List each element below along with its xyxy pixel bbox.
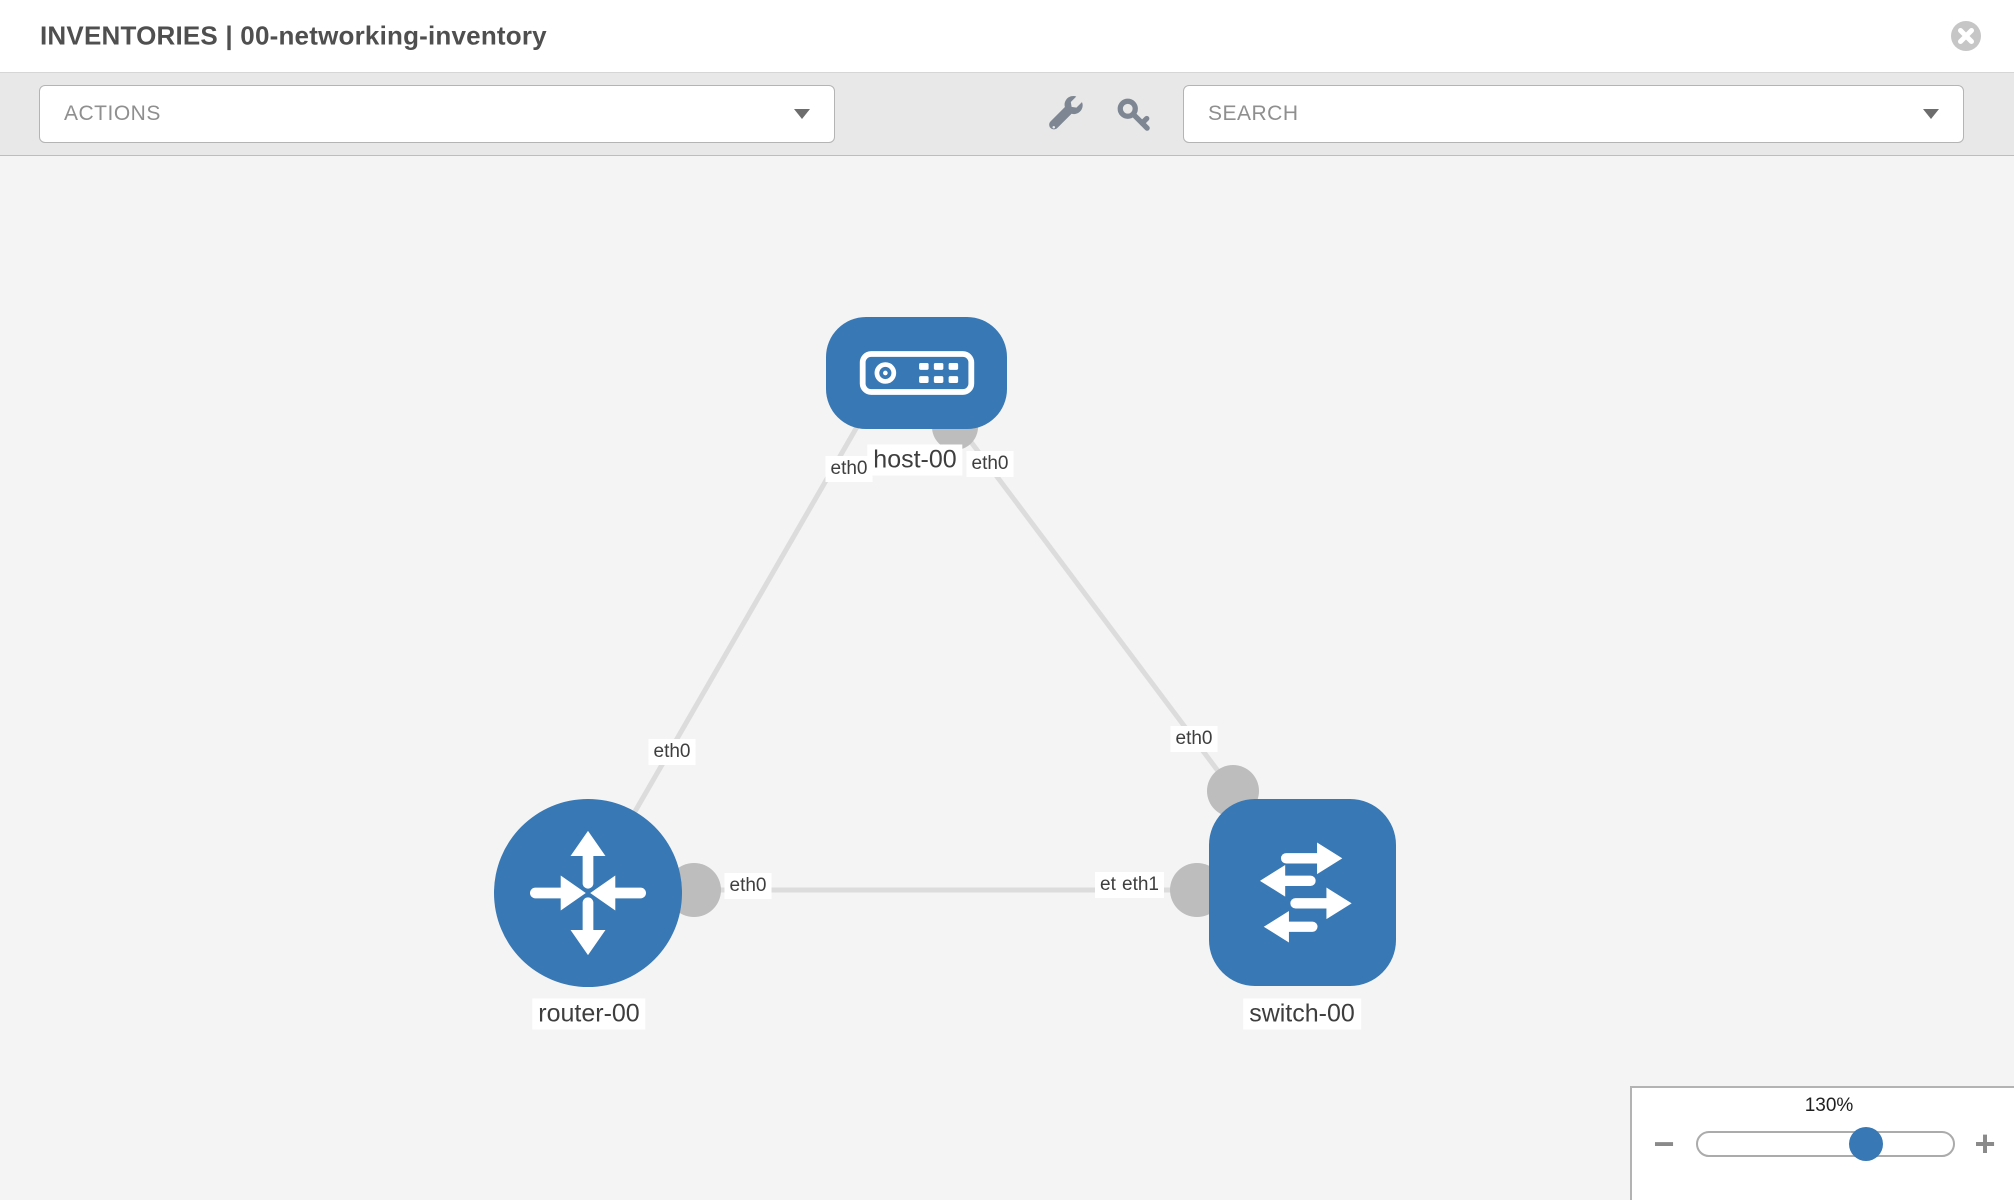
interface-label-router-eth0-top: eth0 <box>648 739 696 765</box>
page-title: INVENTORIES | 00-networking-inventory <box>40 20 547 51</box>
zoom-slider-track[interactable] <box>1696 1131 1955 1157</box>
router-icon <box>529 830 647 956</box>
search-dropdown-label: SEARCH <box>1208 102 1299 125</box>
node-switch-00[interactable] <box>1209 799 1396 986</box>
switch-icon <box>1259 842 1352 943</box>
interface-label-switch-eth0-top: eth0 <box>1170 726 1218 752</box>
topology-links-layer <box>585 404 1302 917</box>
chevron-down-icon <box>1923 109 1939 119</box>
close-circle-icon <box>1951 21 1981 51</box>
node-label-switch-00: switch-00 <box>1243 998 1361 1030</box>
zoom-out-button[interactable]: − <box>1653 1123 1675 1164</box>
node-router-00[interactable] <box>494 799 682 987</box>
wrench-icon <box>1049 95 1083 130</box>
page-header: INVENTORIES | 00-networking-inventory <box>0 0 2014 73</box>
actions-dropdown-label: ACTIONS <box>64 102 161 125</box>
zoom-percent-value: 130% <box>1804 1095 1854 1116</box>
key-button[interactable] <box>1114 95 1154 135</box>
interface-label-router-eth0-right: eth0 <box>724 873 772 899</box>
interface-label-host-eth0-right: eth0 <box>966 451 1014 477</box>
zoom-in-button[interactable]: + <box>1974 1123 1996 1164</box>
topology-canvas[interactable]: host-00 router-00 switch-00 eth0 eth0 et… <box>0 156 2014 1200</box>
search-dropdown[interactable]: SEARCH <box>1183 85 1964 143</box>
node-label-host-00: host-00 <box>867 444 963 476</box>
interface-label-switch-eth1-left: eth1 <box>1117 872 1164 898</box>
node-label-router-00: router-00 <box>532 998 646 1030</box>
wrench-button[interactable] <box>1046 95 1086 135</box>
node-host-00[interactable] <box>826 317 1007 429</box>
actions-dropdown[interactable]: ACTIONS <box>39 85 835 143</box>
host-icon <box>859 351 974 395</box>
interface-label-host-eth0-left: eth0 <box>825 456 873 482</box>
toolbar: ACTIONS SEARCH <box>0 73 2014 156</box>
chevron-down-icon <box>794 109 810 119</box>
close-button[interactable] <box>1950 20 1982 52</box>
key-icon <box>1117 98 1150 131</box>
zoom-slider-thumb[interactable] <box>1849 1127 1883 1161</box>
zoom-control-panel: 130% − + <box>1630 1086 2014 1200</box>
